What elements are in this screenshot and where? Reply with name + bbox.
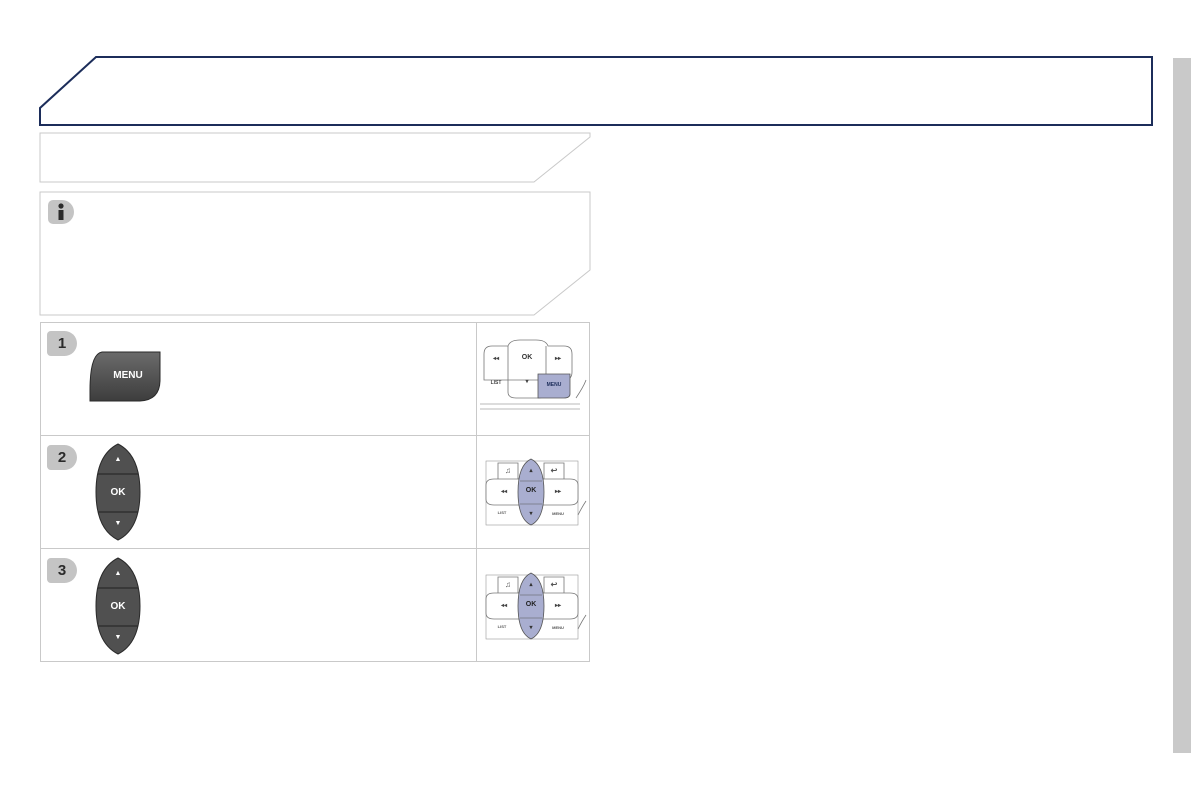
panel-down-label: ▾ bbox=[529, 625, 533, 631]
step-number-2: 2 bbox=[47, 445, 77, 470]
rocker-ok-label: OK bbox=[110, 487, 126, 498]
step-number-3: 3 bbox=[47, 558, 77, 583]
control-panel-diagram-step3: ♫ ▴ ↩ ◂◂ OK ▸▸ LIST ▾ MENU bbox=[482, 571, 588, 651]
panel-back-icon: ↩ bbox=[550, 580, 558, 589]
section-title-box bbox=[39, 132, 591, 316]
panel-next-label: ▸▸ bbox=[554, 489, 562, 495]
panel-menu-label: MENU bbox=[552, 511, 564, 516]
panel-prev-label: ◂◂ bbox=[500, 489, 508, 495]
panel-down-label: ▾ bbox=[525, 379, 529, 385]
panel-next-label: ▸▸ bbox=[554, 603, 562, 609]
panel-music-icon: ♫ bbox=[505, 580, 511, 589]
panel-list-label: LIST bbox=[497, 624, 507, 629]
rocker-up-label: ▲ bbox=[114, 570, 122, 577]
steps-table bbox=[40, 322, 590, 662]
panel-next-label: ▸▸ bbox=[554, 356, 562, 362]
panel-ok-label: OK bbox=[525, 601, 537, 608]
rocker-down-label: ▼ bbox=[114, 520, 122, 527]
info-icon bbox=[48, 200, 74, 224]
panel-menu-label: MENU bbox=[552, 625, 564, 630]
menu-button-illustration: MENU bbox=[88, 350, 164, 404]
info-box bbox=[39, 191, 591, 316]
panel-down-label: ▾ bbox=[529, 511, 533, 517]
rocker-up-label: ▲ bbox=[114, 456, 122, 463]
menu-button-label: MENU bbox=[113, 370, 143, 381]
panel-up-label: ▴ bbox=[529, 582, 533, 588]
panel-back-icon: ↩ bbox=[550, 466, 558, 475]
control-panel-diagram-step1: ◂◂ OK ▸▸ LIST ▾ MENU bbox=[480, 336, 588, 416]
table-divider-row1 bbox=[40, 435, 590, 436]
step-number-1: 1 bbox=[47, 331, 77, 356]
header-banner bbox=[39, 56, 1153, 126]
panel-up-label: ▴ bbox=[529, 468, 533, 474]
table-divider-row2 bbox=[40, 548, 590, 549]
rocker-down-label: ▼ bbox=[114, 634, 122, 641]
panel-ok-label: OK bbox=[521, 354, 533, 361]
rocker-ok-label: OK bbox=[110, 601, 126, 612]
panel-menu-label: MENU bbox=[546, 382, 562, 388]
panel-music-icon: ♫ bbox=[505, 466, 511, 475]
panel-list-label: LIST bbox=[497, 510, 507, 515]
rocker-button-step3: ▲ OK ▼ bbox=[95, 557, 141, 655]
table-divider-vertical bbox=[476, 322, 477, 662]
panel-prev-label: ◂◂ bbox=[500, 603, 508, 609]
panel-prev-label: ◂◂ bbox=[492, 356, 500, 362]
vertical-scrollbar[interactable] bbox=[1173, 58, 1191, 753]
control-panel-diagram-step2: ♫ ▴ ↩ ◂◂ OK ▸▸ LIST ▾ MENU bbox=[482, 457, 588, 537]
panel-ok-label: OK bbox=[525, 487, 537, 494]
panel-list-label: LIST bbox=[490, 380, 502, 386]
rocker-button-step2: ▲ OK ▼ bbox=[95, 443, 141, 541]
